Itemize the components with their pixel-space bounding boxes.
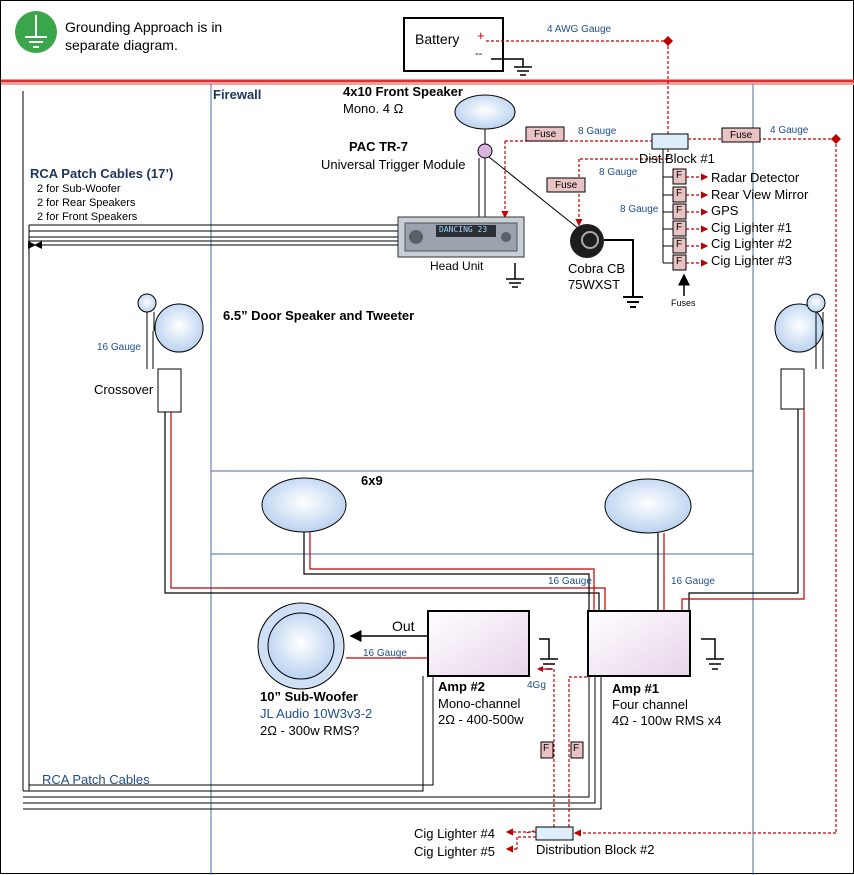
fuse-label-2: Fuse xyxy=(730,130,753,141)
amp1-title: Amp #1 xyxy=(612,681,659,696)
subwoofer-title: 10” Sub-Woofer xyxy=(260,689,358,704)
amp-ground-icons xyxy=(539,638,724,670)
accessory-leads xyxy=(686,173,709,267)
ground-icon-badge xyxy=(15,11,57,53)
pac-sub: Universal Trigger Module xyxy=(321,157,466,172)
left-door-speaker xyxy=(154,303,204,353)
amp1-line2: 4Ω - 100w RMS x4 xyxy=(612,713,722,728)
amp-fuses xyxy=(540,741,584,759)
subwoofer-model: JL Audio 10W3v3-2 xyxy=(260,706,373,721)
f-fuse-6: F xyxy=(676,256,683,267)
fuse-label-1: Fuse xyxy=(534,129,557,140)
f-fuse-2: F xyxy=(676,188,683,199)
rca-top-line3: 2 for Front Speakers xyxy=(37,211,138,223)
f-fuse-5: F xyxy=(676,239,683,250)
f-fuse-amp2: F xyxy=(543,743,550,754)
right-tweeter xyxy=(806,293,826,313)
gauge-4awg: 4 AWG Gauge xyxy=(547,24,612,35)
left-6x9-speaker xyxy=(261,477,347,533)
cobra-line1: Cobra CB xyxy=(568,261,626,276)
gauge-16-sub: 16 Gauge xyxy=(363,648,407,659)
vehicle-panel-lines xyxy=(210,84,754,875)
amp2-line2: 2Ω - 400-500w xyxy=(438,712,524,727)
gauge-8-cobra: 8 Gauge xyxy=(599,167,638,178)
dist-block-1-label: Dist.Block #1 xyxy=(639,151,715,166)
head-unit-label: Head Unit xyxy=(430,259,484,273)
front-speaker-4x10 xyxy=(454,94,516,130)
f-fuse-amp1: F xyxy=(573,743,580,754)
cig-lighter-4: Cig Lighter #4 xyxy=(414,826,495,841)
six-by-nine-label: 6x9 xyxy=(361,473,383,488)
f-fuse-1: F xyxy=(676,170,683,181)
grounding-note-line1: Grounding Approach is in xyxy=(65,19,223,35)
battery-ground-icon xyxy=(491,58,532,76)
battery-minus: -- xyxy=(475,48,483,60)
fuse-boxes xyxy=(525,126,761,193)
gauge-16-amp-right: 16 Gauge xyxy=(671,576,715,587)
gauge-16-amp-left: 16 Gauge xyxy=(548,576,592,587)
rca-bottom-label: RCA Patch Cables xyxy=(42,772,150,787)
cig-lighter-5: Cig Lighter #5 xyxy=(414,844,495,859)
cobra-cb-radio xyxy=(570,224,604,258)
pac-tr7-module xyxy=(477,143,493,159)
door-speaker-label: 6.5” Door Speaker and Tweeter xyxy=(223,308,415,323)
head-unit-display: DANCING 23 xyxy=(439,225,488,234)
accessory-cig2: Cig Lighter #2 xyxy=(711,236,792,251)
front-speaker-title: 4x10 Front Speaker xyxy=(343,84,463,99)
grounding-note-line2: separate diagram. xyxy=(65,37,178,53)
amp-2-box xyxy=(427,610,530,677)
battery-label: Battery xyxy=(415,31,460,47)
gauge-8-block: 8 Gauge xyxy=(620,204,659,215)
rca-bottom-cables xyxy=(23,676,602,810)
battery-plus: + xyxy=(477,28,485,43)
gauge-4gg: 4Gg xyxy=(527,680,546,691)
gauge-8-fuse1: 8 Gauge xyxy=(578,126,617,137)
f-fuse-3: F xyxy=(676,205,683,216)
cobra-ground-icon xyxy=(604,239,643,308)
accessory-cig1: Cig Lighter #1 xyxy=(711,220,792,235)
gauge-16-left: 16 Gauge xyxy=(97,342,141,353)
front-speaker-sub: Mono. 4 Ω xyxy=(343,101,404,116)
dist-block-1 xyxy=(651,133,689,150)
accessory-gps: GPS xyxy=(711,203,739,218)
subwoofer-spec: 2Ω - 300w RMS? xyxy=(260,723,360,738)
pac-title: PAC TR-7 xyxy=(349,139,408,154)
left-tweeter xyxy=(137,293,157,313)
accessory-mirror: Rear View Mirror xyxy=(711,187,809,202)
dist-block-2-leads xyxy=(505,828,536,853)
right-6x9-speaker xyxy=(604,478,692,534)
dist-block-2 xyxy=(535,826,574,841)
accessory-cig3: Cig Lighter #3 xyxy=(711,253,792,268)
crossover-left xyxy=(157,368,182,413)
amp2-line1: Mono-channel xyxy=(438,696,521,711)
rca-top-title: RCA Patch Cables (17’) xyxy=(30,166,174,181)
head-unit-ground-icon xyxy=(506,263,524,288)
gauge-4-right: 4 Gauge xyxy=(770,125,809,136)
fuse-label-3: Fuse xyxy=(555,180,578,191)
dist-block-2-label: Distribution Block #2 xyxy=(536,842,655,857)
accessory-bus xyxy=(662,149,673,264)
crossover-label: Crossover xyxy=(94,382,154,397)
accessory-radar: Radar Detector xyxy=(711,170,800,185)
battery-box xyxy=(403,17,504,72)
rca-top-line2: 2 for Rear Speakers xyxy=(37,197,136,209)
crossover-right xyxy=(780,368,805,410)
firewall-label: Firewall xyxy=(213,87,262,102)
out-label: Out xyxy=(392,618,415,634)
fuses-label: Fuses xyxy=(671,298,696,308)
cobra-line2: 75WXST xyxy=(568,277,621,292)
f-fuse-4: F xyxy=(676,222,683,233)
amp1-line1: Four channel xyxy=(612,697,688,712)
amp-1-box xyxy=(587,610,691,677)
accessory-fuses xyxy=(672,168,687,271)
amp2-title: Amp #2 xyxy=(438,679,485,694)
rca-top-line1: 2 for Sub-Woofer xyxy=(37,183,121,195)
speaker-wires xyxy=(164,409,805,611)
